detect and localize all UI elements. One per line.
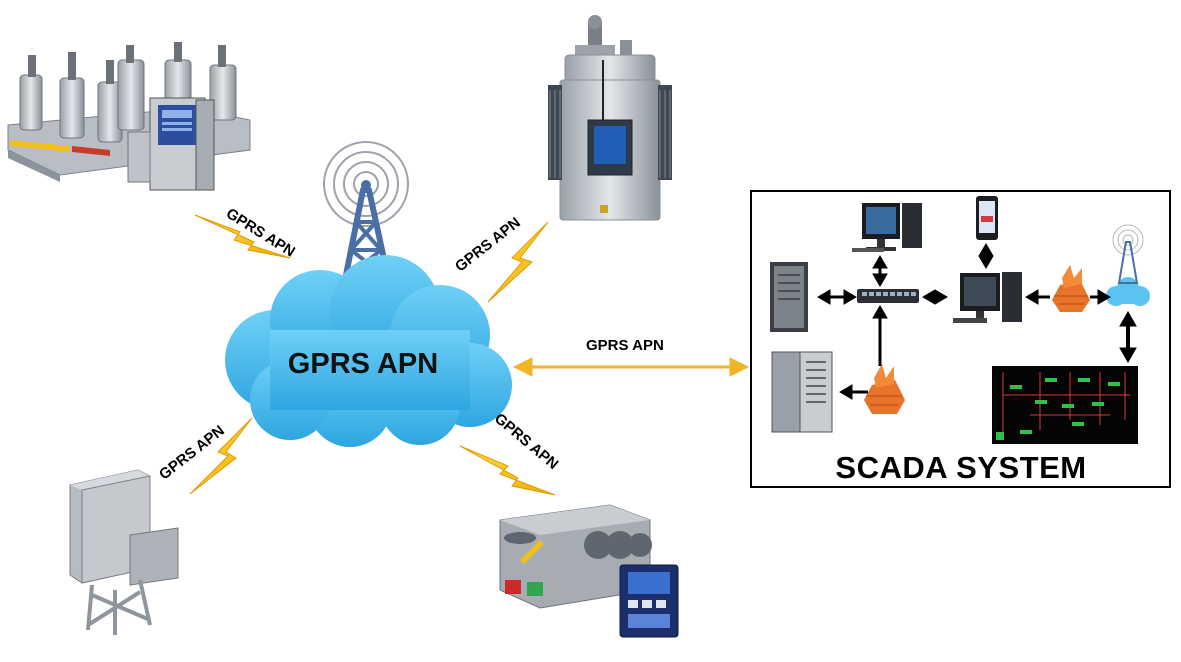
antenna-tower-icon [1112,224,1144,284]
workstation-icon [852,203,922,252]
pole-transformer-icon [548,15,672,221]
network-switch-icon [857,289,919,303]
lightning-bolt-icon [189,417,253,495]
recloser-device-icon [7,42,251,191]
scada-system-title: SCADA SYSTEM [835,450,1087,485]
mobile-phone-icon [976,196,998,240]
lightning-bolt-icon [194,214,291,259]
workstation-icon [953,272,1022,323]
gprs-cloud-icon [225,255,512,447]
gprs-cloud-label: GPRS APN [287,348,439,380]
lightning-bolt-icon [487,221,549,303]
firewall-icon [1052,265,1090,312]
scada-schematic-display [992,366,1138,444]
diamond-connector [922,289,948,305]
firewall-icon [864,364,905,414]
server-icon [771,351,833,433]
sectionalizer-device-icon [499,504,679,638]
scada-connection-arrows [817,243,1137,400]
pole-cabinet-icon [69,469,179,635]
server-icon [770,262,808,332]
gprs-link-arrow [512,357,750,377]
link-label-center: GPRS APN [586,337,664,354]
diamond-connector [978,243,994,269]
lightning-bolt-icon [459,445,556,496]
